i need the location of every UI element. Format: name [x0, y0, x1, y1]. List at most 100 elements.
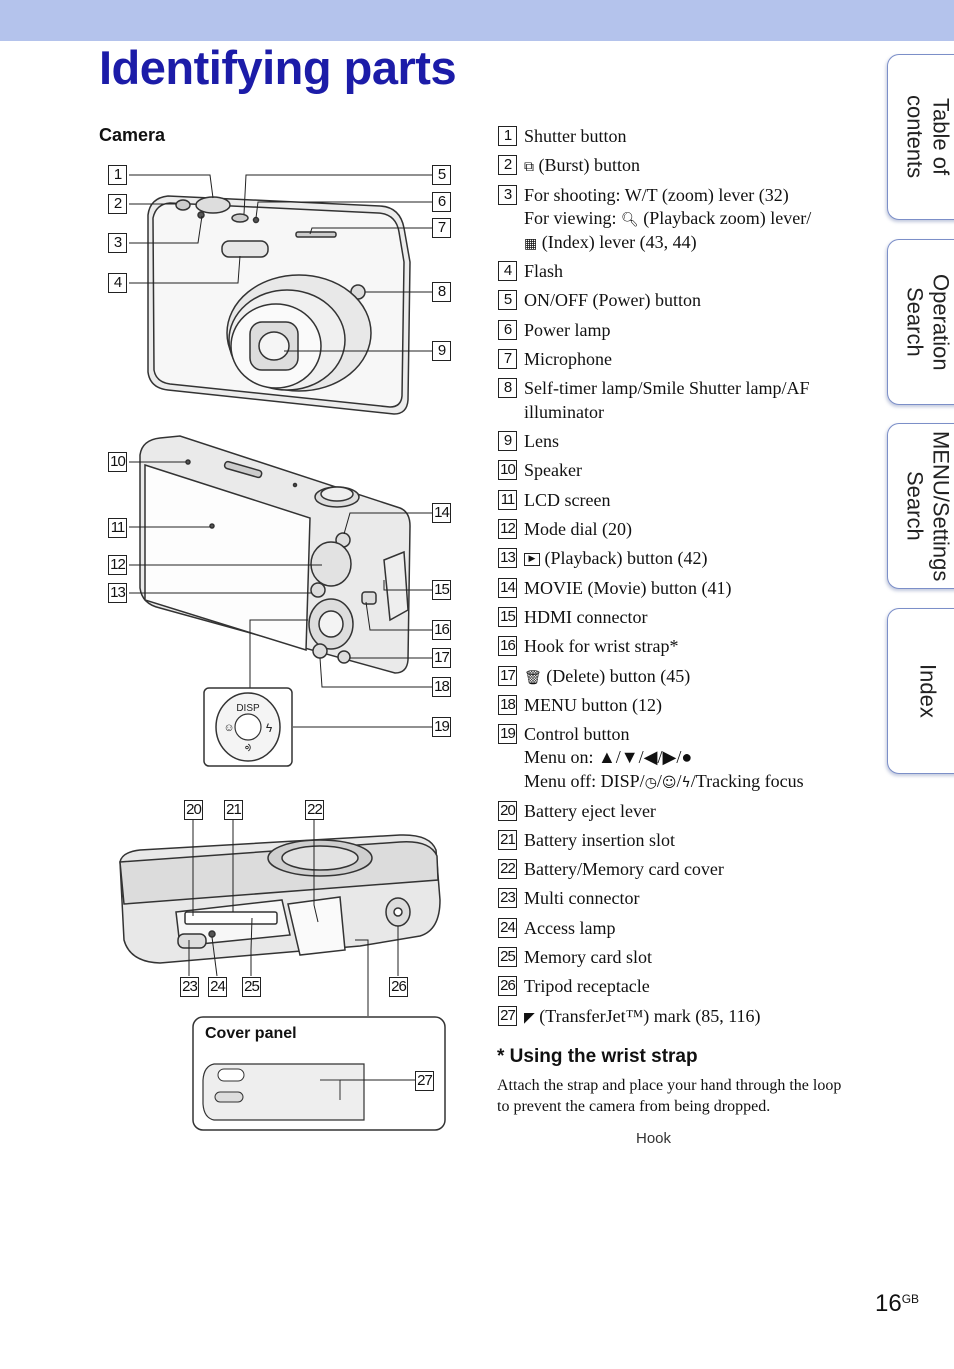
page-title: Identifying parts: [99, 41, 457, 94]
item-text: Lens: [524, 431, 559, 451]
item-number: 6: [498, 320, 517, 340]
item-number: 21: [498, 830, 517, 850]
item-text: Multi connector: [524, 888, 640, 908]
item-number: 10: [498, 460, 517, 480]
callout-24: 24: [208, 977, 227, 997]
item-text: ◤ (TransferJet™) mark (85, 116): [524, 1006, 761, 1026]
svg-text:ϟ: ϟ: [266, 721, 273, 735]
svg-text:☺: ☺: [223, 722, 234, 734]
item-subtext: Menu on: ▲/▼/◀/▶/●: [524, 747, 693, 767]
item-number: 26: [498, 976, 517, 996]
item-number: 1: [498, 126, 517, 146]
item-text: Shutter button: [524, 126, 627, 146]
callout-1: 1: [108, 165, 127, 185]
self-timer-icon: ◷: [644, 775, 657, 791]
item-number: 8: [498, 378, 517, 398]
camera-illustrations: DISP ☺ ϟ ᢀ: [119, 174, 446, 1131]
strap-heading: * Using the wrist strap: [497, 1046, 698, 1067]
callout-5: 5: [432, 165, 451, 185]
tab-label: Operation Search: [902, 273, 954, 371]
item-number: 9: [498, 431, 517, 451]
item-text: Tripod receptacle: [524, 976, 650, 996]
smile-icon: ☺: [661, 775, 677, 791]
item-number: 13: [498, 548, 517, 568]
page-suffix: GB: [901, 1292, 920, 1306]
disp-label: DISP: [236, 703, 260, 714]
item-number: 2: [498, 155, 517, 175]
item-text: LCD screen: [524, 490, 611, 510]
tab-table-of-contents[interactable]: Table of contents: [887, 54, 954, 220]
item-text: Access lamp: [524, 918, 616, 938]
item-text: Mode dial (20): [524, 519, 632, 539]
callout-4: 4: [108, 273, 127, 293]
item-text: Flash: [524, 261, 564, 281]
item-number: 4: [498, 261, 517, 281]
item-subtext: Menu off: DISP/◷/☺/ϟ/Tracking focus: [524, 771, 804, 791]
item-text: For shooting: W/T (zoom) lever (32): [524, 185, 789, 205]
callout-10: 10: [108, 452, 127, 472]
tab-label: MENU/Settings Search: [902, 430, 954, 582]
burst-icon: ⧉: [524, 159, 534, 175]
flash-icon: ϟ: [681, 775, 691, 791]
item-number: 15: [498, 607, 517, 627]
callout-6: 6: [432, 192, 451, 212]
item-number: 7: [498, 349, 517, 369]
callout-27: 27: [415, 1071, 434, 1091]
callout-17: 17: [432, 648, 451, 668]
tab-menu-settings-search[interactable]: MENU/Settings Search: [887, 423, 954, 589]
item-text: Battery/Memory card cover: [524, 859, 724, 879]
camera-bottom-view: [119, 834, 441, 964]
item-text: Microphone: [524, 349, 612, 369]
item-text: MOVIE (Movie) button (41): [524, 578, 732, 598]
callout-3: 3: [108, 233, 127, 253]
item-number: 18: [498, 695, 517, 715]
item-text: Battery insertion slot: [524, 830, 675, 850]
item-number: 12: [498, 519, 517, 539]
callout-18: 18: [432, 677, 451, 697]
item-text: ON/OFF (Power) button: [524, 290, 702, 310]
page-number: 16GB: [875, 1290, 920, 1317]
callout-23: 23: [180, 977, 199, 997]
cover-panel-label: Cover panel: [205, 1025, 297, 1042]
hook-label: Hook: [636, 1130, 672, 1147]
playback-zoom-icon: 🔍︎: [621, 212, 639, 228]
item-number: 14: [498, 578, 517, 598]
svg-text:ᢀ: ᢀ: [245, 743, 251, 755]
header-band: [0, 0, 954, 41]
item-number: 25: [498, 947, 517, 967]
front-callout-lines: [129, 174, 432, 352]
section-label: Camera: [99, 125, 166, 145]
item-number: 24: [498, 918, 517, 938]
back-callout-lines: [129, 461, 432, 728]
camera-back-view: [139, 435, 411, 674]
trash-icon: 🗑︎: [524, 670, 542, 686]
tab-index[interactable]: Index: [887, 608, 954, 774]
callout-2: 2: [108, 194, 127, 214]
item-text: MENU button (12): [524, 695, 662, 715]
item-text: Self-timer lamp/Smile Shutter lamp/AF: [524, 378, 810, 398]
item-text: Speaker: [524, 460, 582, 480]
item-number: 27: [498, 1006, 517, 1026]
item-text: Power lamp: [524, 320, 611, 340]
callout-7: 7: [432, 218, 451, 238]
callout-8: 8: [432, 282, 451, 302]
callout-15: 15: [432, 580, 451, 600]
playback-icon: ▶: [524, 553, 540, 567]
item-text: Battery eject lever: [524, 801, 656, 821]
index-icon: ▦: [524, 236, 538, 252]
callout-25: 25: [242, 977, 261, 997]
callout-12: 12: [108, 555, 127, 575]
callout-22: 22: [305, 800, 324, 820]
item-number: 11: [498, 490, 517, 510]
tab-operation-search[interactable]: Operation Search: [887, 239, 954, 405]
camera-front-view: [147, 195, 411, 415]
item-number: 22: [498, 859, 517, 879]
callout-9: 9: [432, 341, 451, 361]
item-number: 20: [498, 801, 517, 821]
item-number: 23: [498, 888, 517, 908]
item-text: 🗑︎ (Delete) button (45): [524, 666, 691, 686]
transferjet-icon: ◤: [524, 1010, 535, 1026]
callout-11: 11: [108, 518, 127, 538]
callout-16: 16: [432, 620, 451, 640]
tab-label: Index: [915, 664, 941, 718]
